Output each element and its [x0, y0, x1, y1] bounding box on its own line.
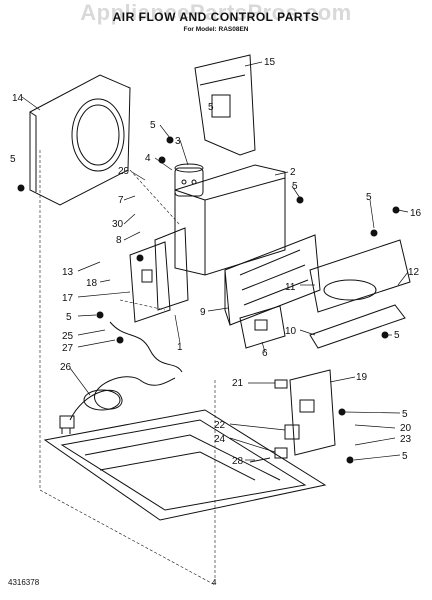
callout-16: 16 [410, 208, 422, 219]
callout-4: 4 [145, 153, 151, 164]
control-housing [174, 164, 286, 276]
callout-22: 22 [214, 420, 226, 431]
control-panel-assembly [224, 234, 321, 326]
callout-9: 9 [200, 307, 206, 318]
callout-13: 13 [62, 267, 74, 278]
callout-15: 15 [264, 57, 276, 68]
callout-5: 5 [292, 181, 298, 192]
callout-2: 2 [290, 167, 296, 178]
callout-7: 7 [118, 195, 124, 206]
callout-11: 11 [285, 282, 296, 293]
callout-5: 5 [394, 330, 400, 341]
callout-24: 24 [214, 434, 226, 445]
callout-labels: 14 15 5 5 5 3 4 2 5 5 16 12 11 10 5 6 9 … [10, 57, 422, 467]
callout-20: 20 [400, 423, 412, 434]
callout-25: 25 [62, 331, 74, 342]
callout-21: 21 [232, 378, 244, 389]
front-grille-panel [29, 74, 131, 206]
callout-5: 5 [150, 120, 156, 131]
callout-5: 5 [402, 409, 408, 420]
callout-5: 5 [208, 102, 214, 113]
callout-1: 1 [177, 342, 183, 353]
page-title: AIR FLOW AND CONTROL PARTS [112, 10, 320, 24]
callout-14: 14 [12, 93, 24, 104]
callout-29: 29 [118, 166, 130, 177]
page-subtitle: For Model: RAS08EN [183, 26, 249, 33]
base-pan [43, 409, 327, 521]
assembly-guide-lines [39, 150, 216, 586]
callout-17: 17 [62, 293, 74, 304]
screws [17, 136, 400, 464]
callout-23: 23 [400, 434, 412, 445]
document-number: 4316378 [8, 578, 40, 587]
small-parts [249, 379, 300, 463]
callout-30: 30 [112, 219, 124, 230]
wiring-harness [109, 321, 183, 373]
top-bracket [194, 54, 256, 156]
callout-10: 10 [285, 326, 297, 337]
callout-26: 26 [60, 362, 72, 373]
capacitor [174, 163, 204, 197]
leader-lines [21, 61, 409, 461]
power-cord [59, 376, 176, 434]
control-board [239, 305, 286, 349]
callout-5: 5 [366, 192, 372, 203]
callout-28: 28 [232, 456, 244, 467]
callout-3: 3 [175, 136, 181, 147]
callout-8: 8 [116, 235, 122, 246]
relay-bracket [289, 369, 336, 456]
callout-6: 6 [262, 348, 268, 359]
callout-12: 12 [408, 267, 420, 278]
air-deflector [309, 239, 411, 349]
callout-27: 27 [62, 343, 74, 354]
callout-5: 5 [66, 312, 72, 323]
callout-19: 19 [356, 372, 368, 383]
callout-5: 5 [10, 154, 16, 165]
page-number: 4 [212, 578, 217, 587]
watermark: AppliancePartsPros.com [80, 0, 352, 25]
callout-18: 18 [86, 278, 98, 289]
mounting-brackets [129, 227, 189, 323]
callout-5: 5 [402, 451, 408, 462]
